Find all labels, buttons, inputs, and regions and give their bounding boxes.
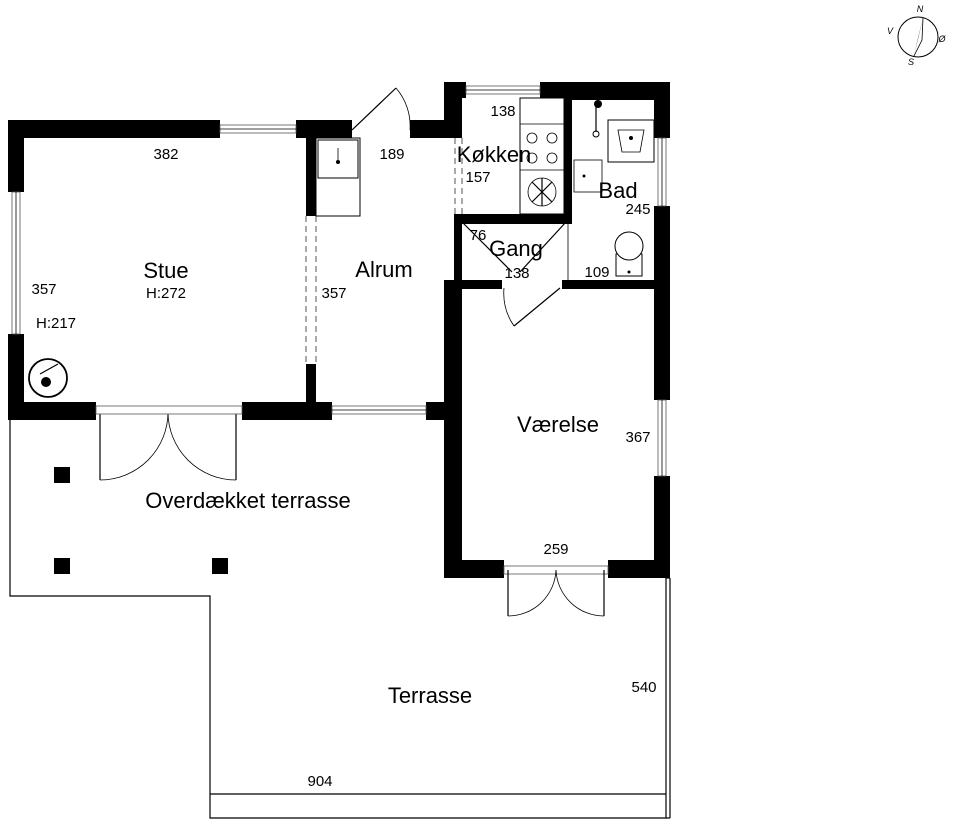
terrace-post-icon: [212, 558, 228, 574]
dimension-kokken-width: 138: [490, 103, 515, 120]
room-label-stue: Stue: [143, 258, 188, 283]
room-label-kokken: Køkken: [457, 142, 532, 167]
compass-north: N: [917, 4, 924, 14]
dimension-labels: 382 357 H:217 189 357 138 157 245 109 76…: [31, 103, 656, 790]
windows: [11, 85, 667, 477]
doors: [95, 87, 609, 617]
terrace-post-icon: [54, 467, 70, 483]
room-label-terrasse: Terrasse: [388, 683, 472, 708]
washbasin-icon: [607, 119, 655, 163]
dimension-vaerelse-width: 259: [543, 541, 568, 558]
room-label-overdaekket-terrasse: Overdækket terrasse: [145, 488, 350, 513]
room-label-bad: Bad: [598, 178, 637, 203]
dimension-bad-width: 109: [584, 264, 609, 281]
compass-icon: [897, 16, 939, 58]
compass-needle-icon: [914, 18, 923, 56]
room-labels: Stue H:272 Alrum Køkken Bad Gang Værelse…: [143, 142, 637, 708]
toilet-icon: [614, 231, 644, 277]
wood-stove-icon: [28, 358, 68, 398]
compass-east: Ø: [937, 34, 946, 44]
dimension-terrasse-width: 904: [307, 773, 332, 790]
stove-burner-icon: [526, 132, 538, 144]
dimension-alrum-width: 189: [379, 146, 404, 163]
openings: [305, 138, 569, 364]
fan-icon: [527, 177, 557, 207]
terrace-post-icon: [54, 558, 70, 574]
dimension-gang-depth: 76: [470, 227, 487, 244]
compass-south: S: [908, 57, 914, 67]
walls: [8, 82, 670, 578]
room-label-alrum: Alrum: [355, 257, 412, 282]
dimension-alrum-depth: 357: [321, 285, 346, 302]
dimension-window-height: H:217: [36, 315, 76, 332]
terrace-outline: [9, 418, 671, 819]
dimension-vaerelse-depth: 367: [625, 429, 650, 446]
dimension-terrasse-depth: 540: [631, 679, 656, 696]
compass-west: V: [887, 26, 894, 36]
dimension-gang-width: 138: [504, 265, 529, 282]
compass: N S Ø V: [887, 4, 947, 67]
dimension-kokken-depth: 157: [465, 169, 490, 186]
dimension-stue-width: 382: [153, 146, 178, 163]
room-label-gang: Gang: [489, 236, 543, 261]
dimension-stue-depth: 357: [31, 281, 56, 298]
room-label-vaerelse: Værelse: [517, 412, 599, 437]
shower-icon: [592, 100, 602, 138]
fixtures: [28, 97, 655, 574]
room-height-stue: H:272: [146, 285, 186, 302]
dimension-bad-depth: 245: [625, 201, 650, 218]
